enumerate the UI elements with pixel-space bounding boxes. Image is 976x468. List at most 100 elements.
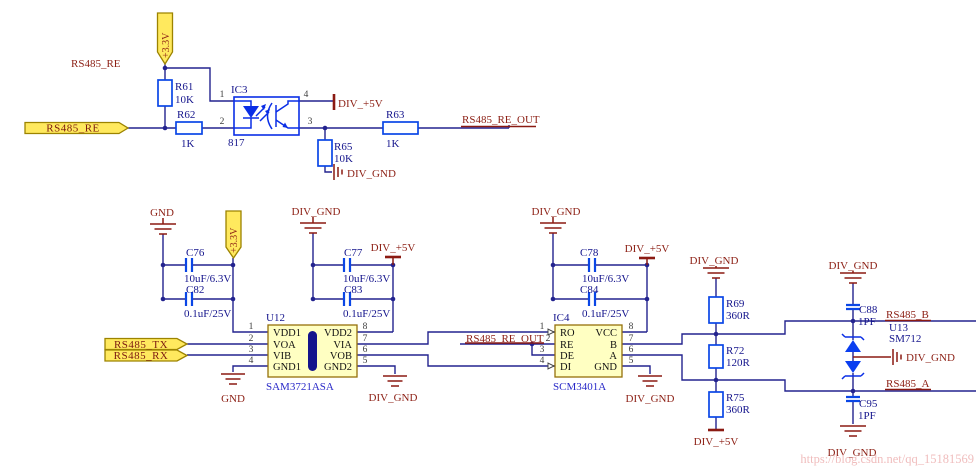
value-c83: 0.1uF/25V <box>343 308 390 320</box>
pin-num: 2 <box>249 334 254 344</box>
power-label-divgnd: DIV_GND <box>828 447 877 459</box>
net-label-text: RS485_A <box>886 378 929 390</box>
port-label-rs485-re: RS485_RE <box>46 123 100 135</box>
value-c78: 10uF/6.3V <box>582 273 629 285</box>
net-label-rs485-re-out-top: RS485_RE_OUT <box>461 114 540 128</box>
ref-c76: C76 <box>186 247 205 259</box>
net-label-text: RS485_RE_OUT <box>462 114 540 126</box>
pin-name: RO <box>560 328 575 339</box>
ref-r63: R63 <box>386 109 405 121</box>
pin-num: 4 <box>540 356 545 366</box>
ref-u12: U12 <box>266 312 285 324</box>
resistor-r62: R62 1K <box>175 109 203 150</box>
pin-num: 6 <box>363 345 368 355</box>
led-icon <box>243 106 259 118</box>
ref-r65: R65 <box>334 141 353 153</box>
part-ic4: SCM3401A <box>553 381 606 393</box>
divgnd-sideways-u13: DIV_GND <box>853 349 955 365</box>
ref-r69: R69 <box>726 298 745 310</box>
power-label-div5v: DIV_+5V <box>338 98 383 110</box>
ref-c95: C95 <box>859 398 878 410</box>
gnd-sideways-r65: DIV_GND <box>333 164 396 180</box>
ref-c84: C84 <box>580 284 599 296</box>
power-label-gnd: GND <box>221 393 245 405</box>
photo-base-arc <box>266 102 273 130</box>
pin-name: VDD2 <box>324 328 352 339</box>
pin-name: VIA <box>333 340 352 351</box>
pin-direction-icon <box>547 362 556 370</box>
pin-name: RE <box>560 340 573 351</box>
part-u12: SAM3721ASA <box>266 381 334 393</box>
capacitor-c78: C78 10uF/6.3V <box>580 247 629 285</box>
div5v-symbol-g2: DIV_+5V <box>371 242 415 265</box>
pin-name: B <box>610 340 617 351</box>
pin-num: 1 <box>540 322 545 332</box>
divgnd-symbol-r69: DIV_GND <box>690 255 738 279</box>
ref-r75: R75 <box>726 392 745 404</box>
pin-name: GND <box>594 362 617 373</box>
transceiver-ic4: IC4 SCM3401A RO RE DE DI VCC B A GND 1 2… <box>540 312 634 393</box>
divgnd-symbol-g3: DIV_GND <box>532 206 580 234</box>
collector <box>275 100 299 113</box>
capacitor-c88: C88 1PF <box>846 303 878 328</box>
pin-num: 8 <box>629 322 634 332</box>
port-label-rs485-tx: RS485_TX <box>114 339 168 351</box>
ref-r62: R62 <box>177 109 195 121</box>
pin-name: DI <box>560 362 572 373</box>
value-c84: 0.1uF/25V <box>582 308 629 320</box>
power-label-div5v: DIV_+5V <box>625 243 670 255</box>
capacitor-c77: C77 10uF/6.3V <box>342 247 390 285</box>
power-flag-3v3-top: +3.3V <box>156 12 174 66</box>
pin-num: 6 <box>629 345 634 355</box>
capacitor-c82: C82 0.1uF/25V <box>184 284 231 320</box>
value-r72: 120R <box>726 357 751 369</box>
pin-direction-icon <box>547 328 556 336</box>
port-label-rs485-rx: RS485_RX <box>114 350 169 362</box>
capacitor-c83: C83 0.1uF/25V <box>342 284 390 320</box>
pin-num: 1 <box>220 90 225 100</box>
value-r63: 1K <box>386 138 400 150</box>
value-r75: 360R <box>726 404 751 416</box>
port-rs485-re: RS485_RE <box>24 121 130 135</box>
resistor-r72: R72 120R <box>708 344 751 369</box>
isolation-barrier-icon <box>308 331 317 371</box>
pin-name: DE <box>560 351 574 362</box>
part-ic3: 817 <box>228 137 245 149</box>
gnd-symbol-g1: GND <box>150 207 176 235</box>
net-label-text: RS485_RE_OUT <box>466 333 544 345</box>
pin-num: 8 <box>363 322 368 332</box>
ref-u13: U13 <box>889 322 908 334</box>
ref-c82: C82 <box>186 284 204 296</box>
power-label-3v3: +3.3V <box>229 227 240 253</box>
net-label-rs485-a: RS485_A <box>885 378 931 391</box>
ref-ic3: IC3 <box>231 84 248 96</box>
power-label-divgnd: DIV_GND <box>292 206 341 218</box>
ref-r61: R61 <box>175 81 193 93</box>
optocoupler-ic3: IC3 817 1 2 3 4 <box>220 84 313 149</box>
ref-ic4: IC4 <box>553 312 570 324</box>
ref-c77: C77 <box>344 247 363 259</box>
power-label-3v3-top: +3.3V <box>161 32 172 58</box>
power-label-divgnd: DIV_GND <box>626 393 675 405</box>
net-label-rs485-b: RS485_B <box>885 309 931 322</box>
divgnd-symbol-c88: DIV_GND <box>829 260 878 284</box>
power-label-divgnd: DIV_GND <box>829 260 878 272</box>
divgnd-symbol-u12: DIV_GND <box>369 375 417 404</box>
resistor-r61: R61 10K <box>157 79 194 107</box>
divgnd-symbol-ic4: DIV_GND <box>626 375 675 405</box>
port-rs485-tx: RS485_TX <box>104 337 189 351</box>
pin-num: 2 <box>546 334 551 344</box>
ref-c78: C78 <box>580 247 599 259</box>
power-label-divgnd: DIV_GND <box>906 352 955 364</box>
power-div5v-ic3: DIV_+5V <box>332 94 383 110</box>
pin-name: VIB <box>273 351 291 362</box>
pin-name: VDD1 <box>273 328 301 339</box>
port-rs485-rx: RS485_RX <box>104 349 189 362</box>
power-label-divgnd: DIV_GND <box>347 168 396 180</box>
divgnd-symbol-c95: DIV_GND <box>828 425 877 459</box>
power-flag-3v3-u12: +3.3V <box>225 210 242 260</box>
power-label-gnd: GND <box>150 207 174 219</box>
net-label-text: RS485_B <box>886 309 929 321</box>
net-label-rs485-re-out-ic4: RS485_RE_OUT <box>465 333 544 345</box>
